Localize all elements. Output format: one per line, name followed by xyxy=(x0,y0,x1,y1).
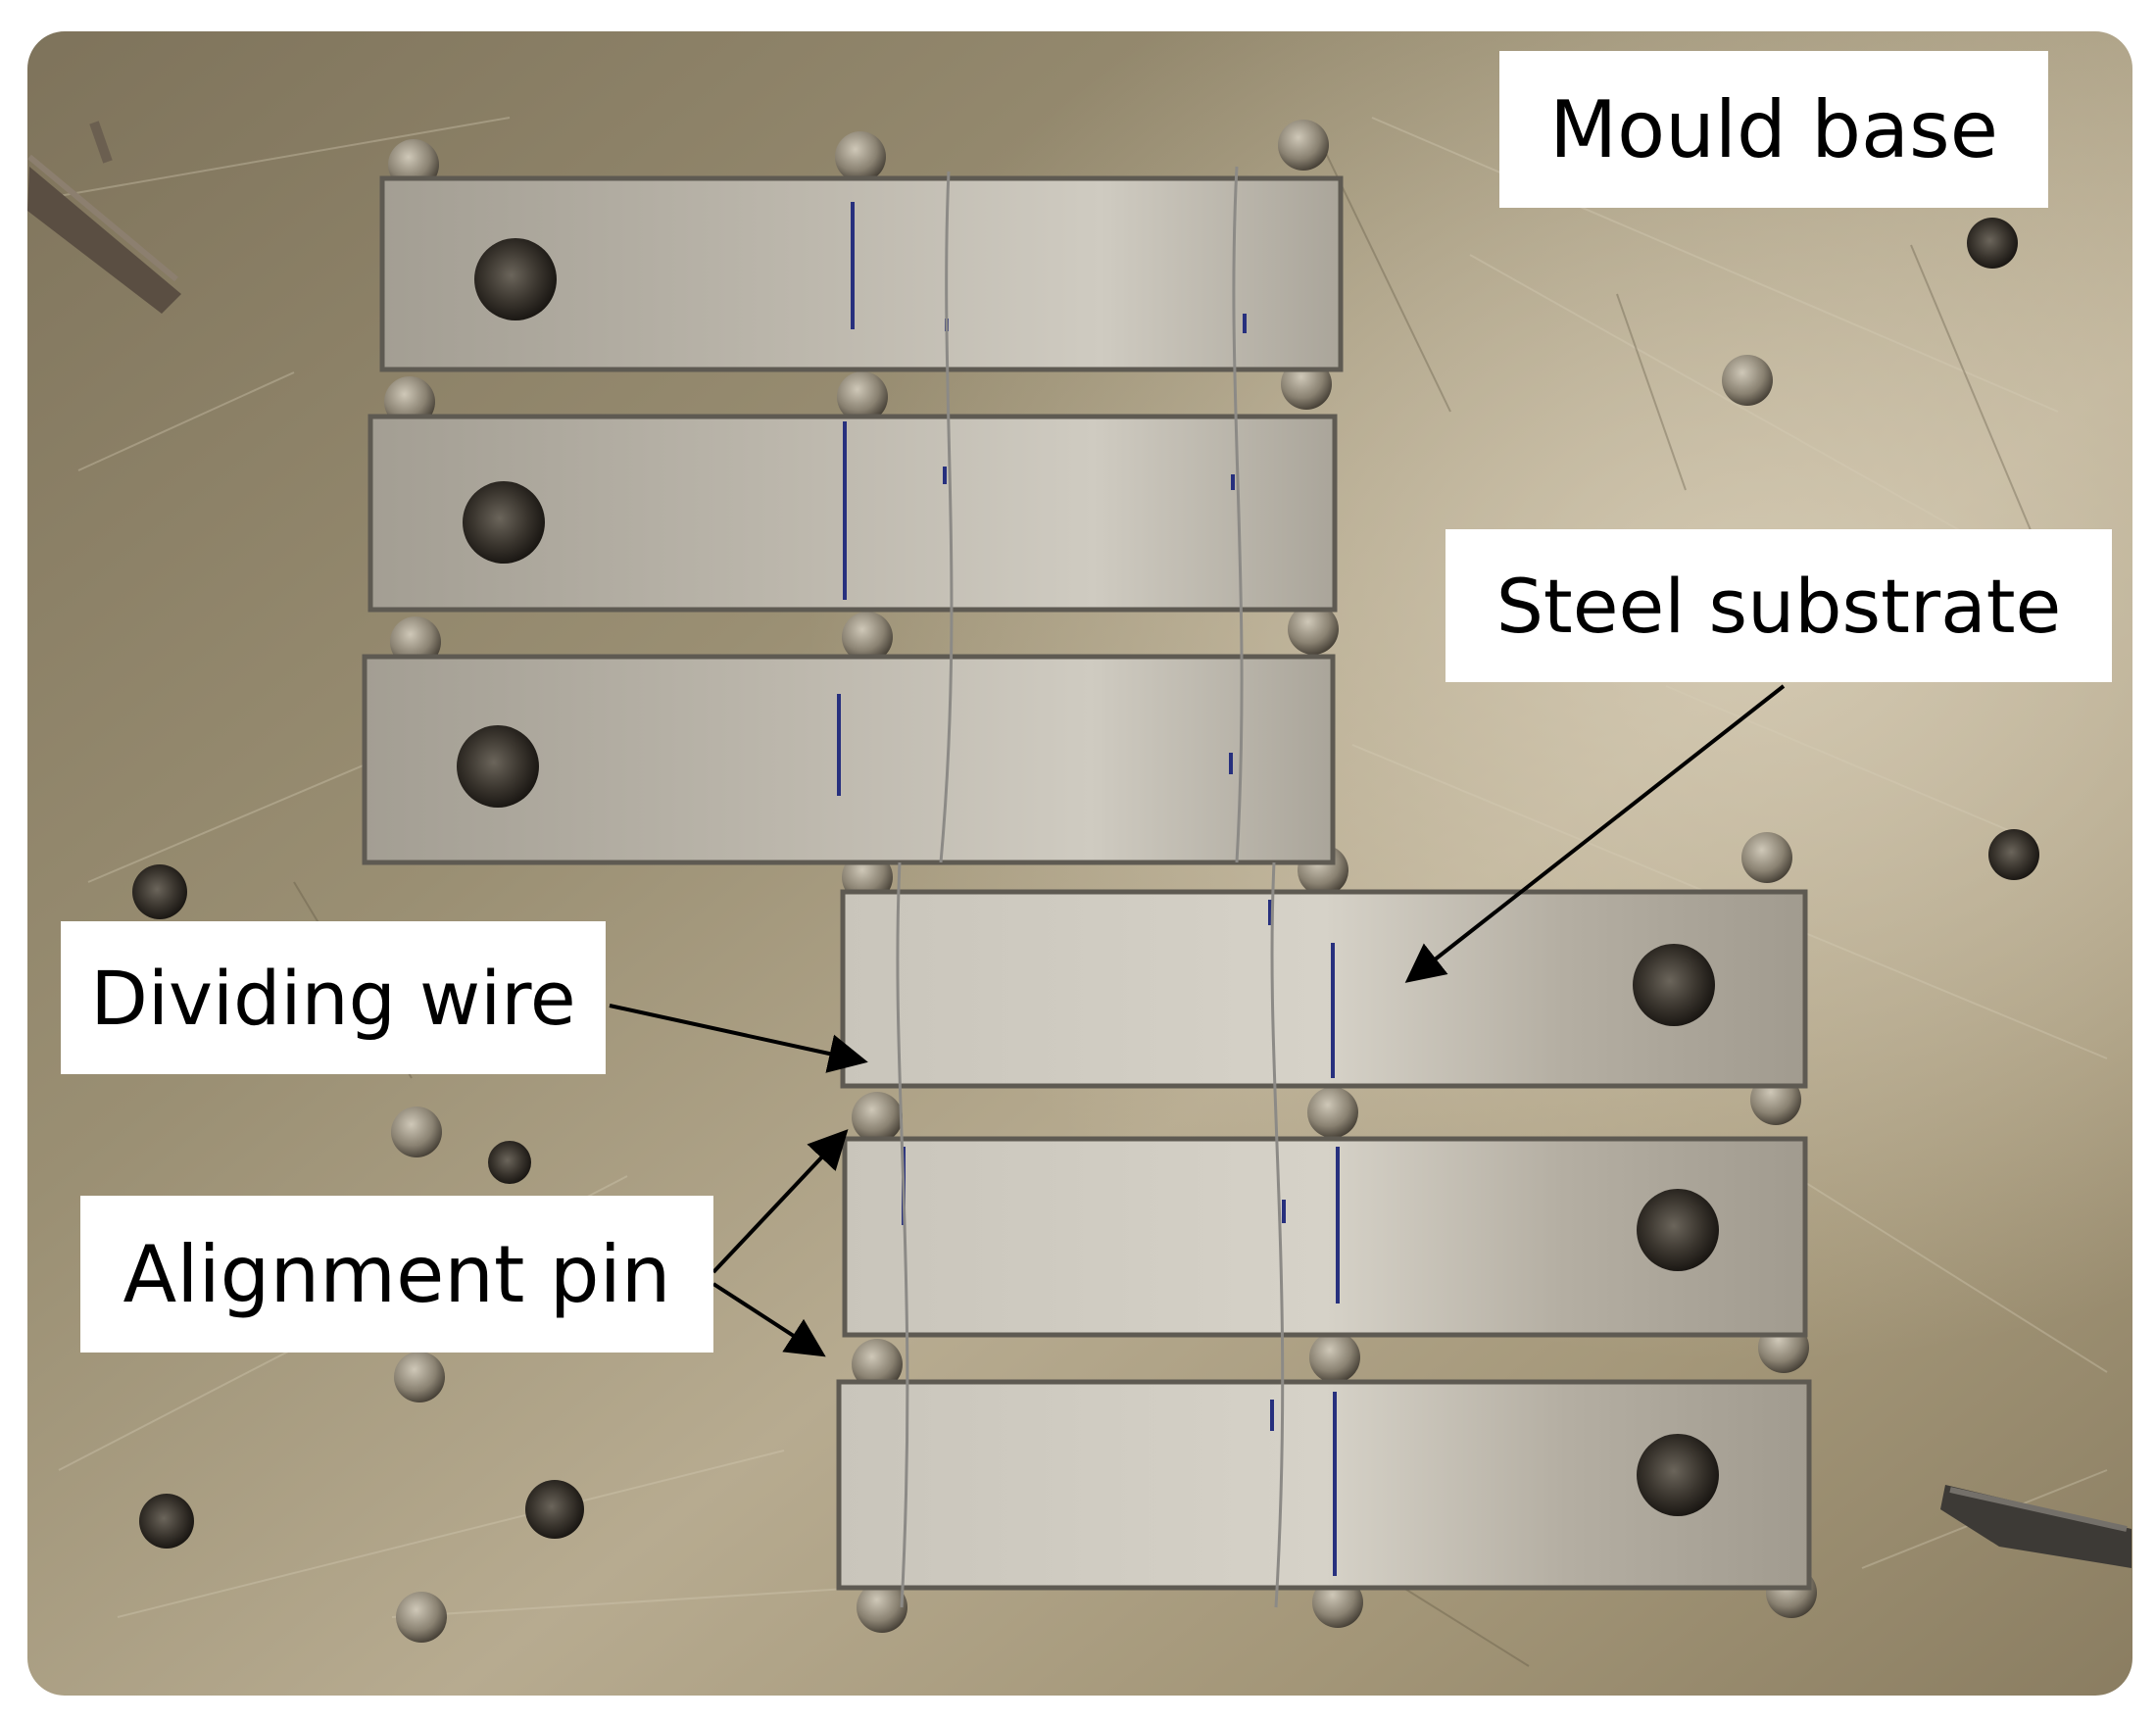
pin xyxy=(852,1092,903,1143)
hole xyxy=(488,1141,531,1184)
steel-strip-lower-3 xyxy=(836,1379,1812,1591)
pin xyxy=(394,1352,445,1402)
label-steel-substrate: Steel substrate xyxy=(1446,529,2112,682)
arrow-alignment-pin-upper xyxy=(711,1129,849,1274)
hole xyxy=(139,1494,194,1549)
pin xyxy=(1309,1332,1360,1383)
hole xyxy=(525,1480,584,1539)
dividing-wires xyxy=(896,166,1285,1608)
pin xyxy=(1307,1087,1358,1138)
mould-holes xyxy=(132,218,2039,1549)
strip-hole xyxy=(463,481,545,564)
pin xyxy=(396,1592,447,1643)
pin xyxy=(857,1582,907,1633)
steel-strip-lower-2 xyxy=(842,1136,1808,1338)
steel-strip-upper-1 xyxy=(379,175,1344,372)
arrow-steel-substrate xyxy=(1404,684,1786,983)
pin xyxy=(1288,604,1339,655)
pen-marks xyxy=(837,202,1340,1576)
pin xyxy=(1722,355,1773,406)
hole xyxy=(1988,829,2039,880)
label-dividing-wire: Dividing wire xyxy=(61,921,606,1074)
strip-hole xyxy=(1633,944,1715,1026)
strip-hole xyxy=(1637,1189,1719,1271)
steel-strip-upper-2 xyxy=(368,414,1338,613)
strip-hole xyxy=(1637,1434,1719,1516)
pin xyxy=(1741,832,1792,883)
pin xyxy=(837,371,888,422)
pin xyxy=(391,1107,442,1157)
strip-hole xyxy=(474,238,557,320)
arrow-dividing-wire xyxy=(609,1004,868,1073)
hole xyxy=(1967,218,2018,269)
rod-top-left xyxy=(27,121,181,314)
steel-strip-lower-1 xyxy=(840,889,1808,1089)
pin xyxy=(852,1339,903,1390)
arrow-alignment-pin-lower xyxy=(711,1282,826,1357)
steel-strip-upper-3 xyxy=(362,654,1336,865)
pin xyxy=(842,612,893,663)
label-steel-substrate-text: Steel substrate xyxy=(1495,562,2062,650)
hole xyxy=(132,864,187,919)
rod-bottom-right xyxy=(1940,1485,2132,1568)
strip-hole xyxy=(457,725,539,808)
label-dividing-wire-text: Dividing wire xyxy=(90,954,576,1042)
label-alignment-pin-text: Alignment pin xyxy=(122,1228,671,1320)
label-mould-base-text: Mould base xyxy=(1549,83,1998,175)
pin xyxy=(835,131,886,182)
callout-arrows xyxy=(609,684,1786,1357)
label-alignment-pin: Alignment pin xyxy=(80,1196,713,1353)
label-mould-base: Mould base xyxy=(1499,51,2048,208)
pin xyxy=(1278,120,1329,171)
